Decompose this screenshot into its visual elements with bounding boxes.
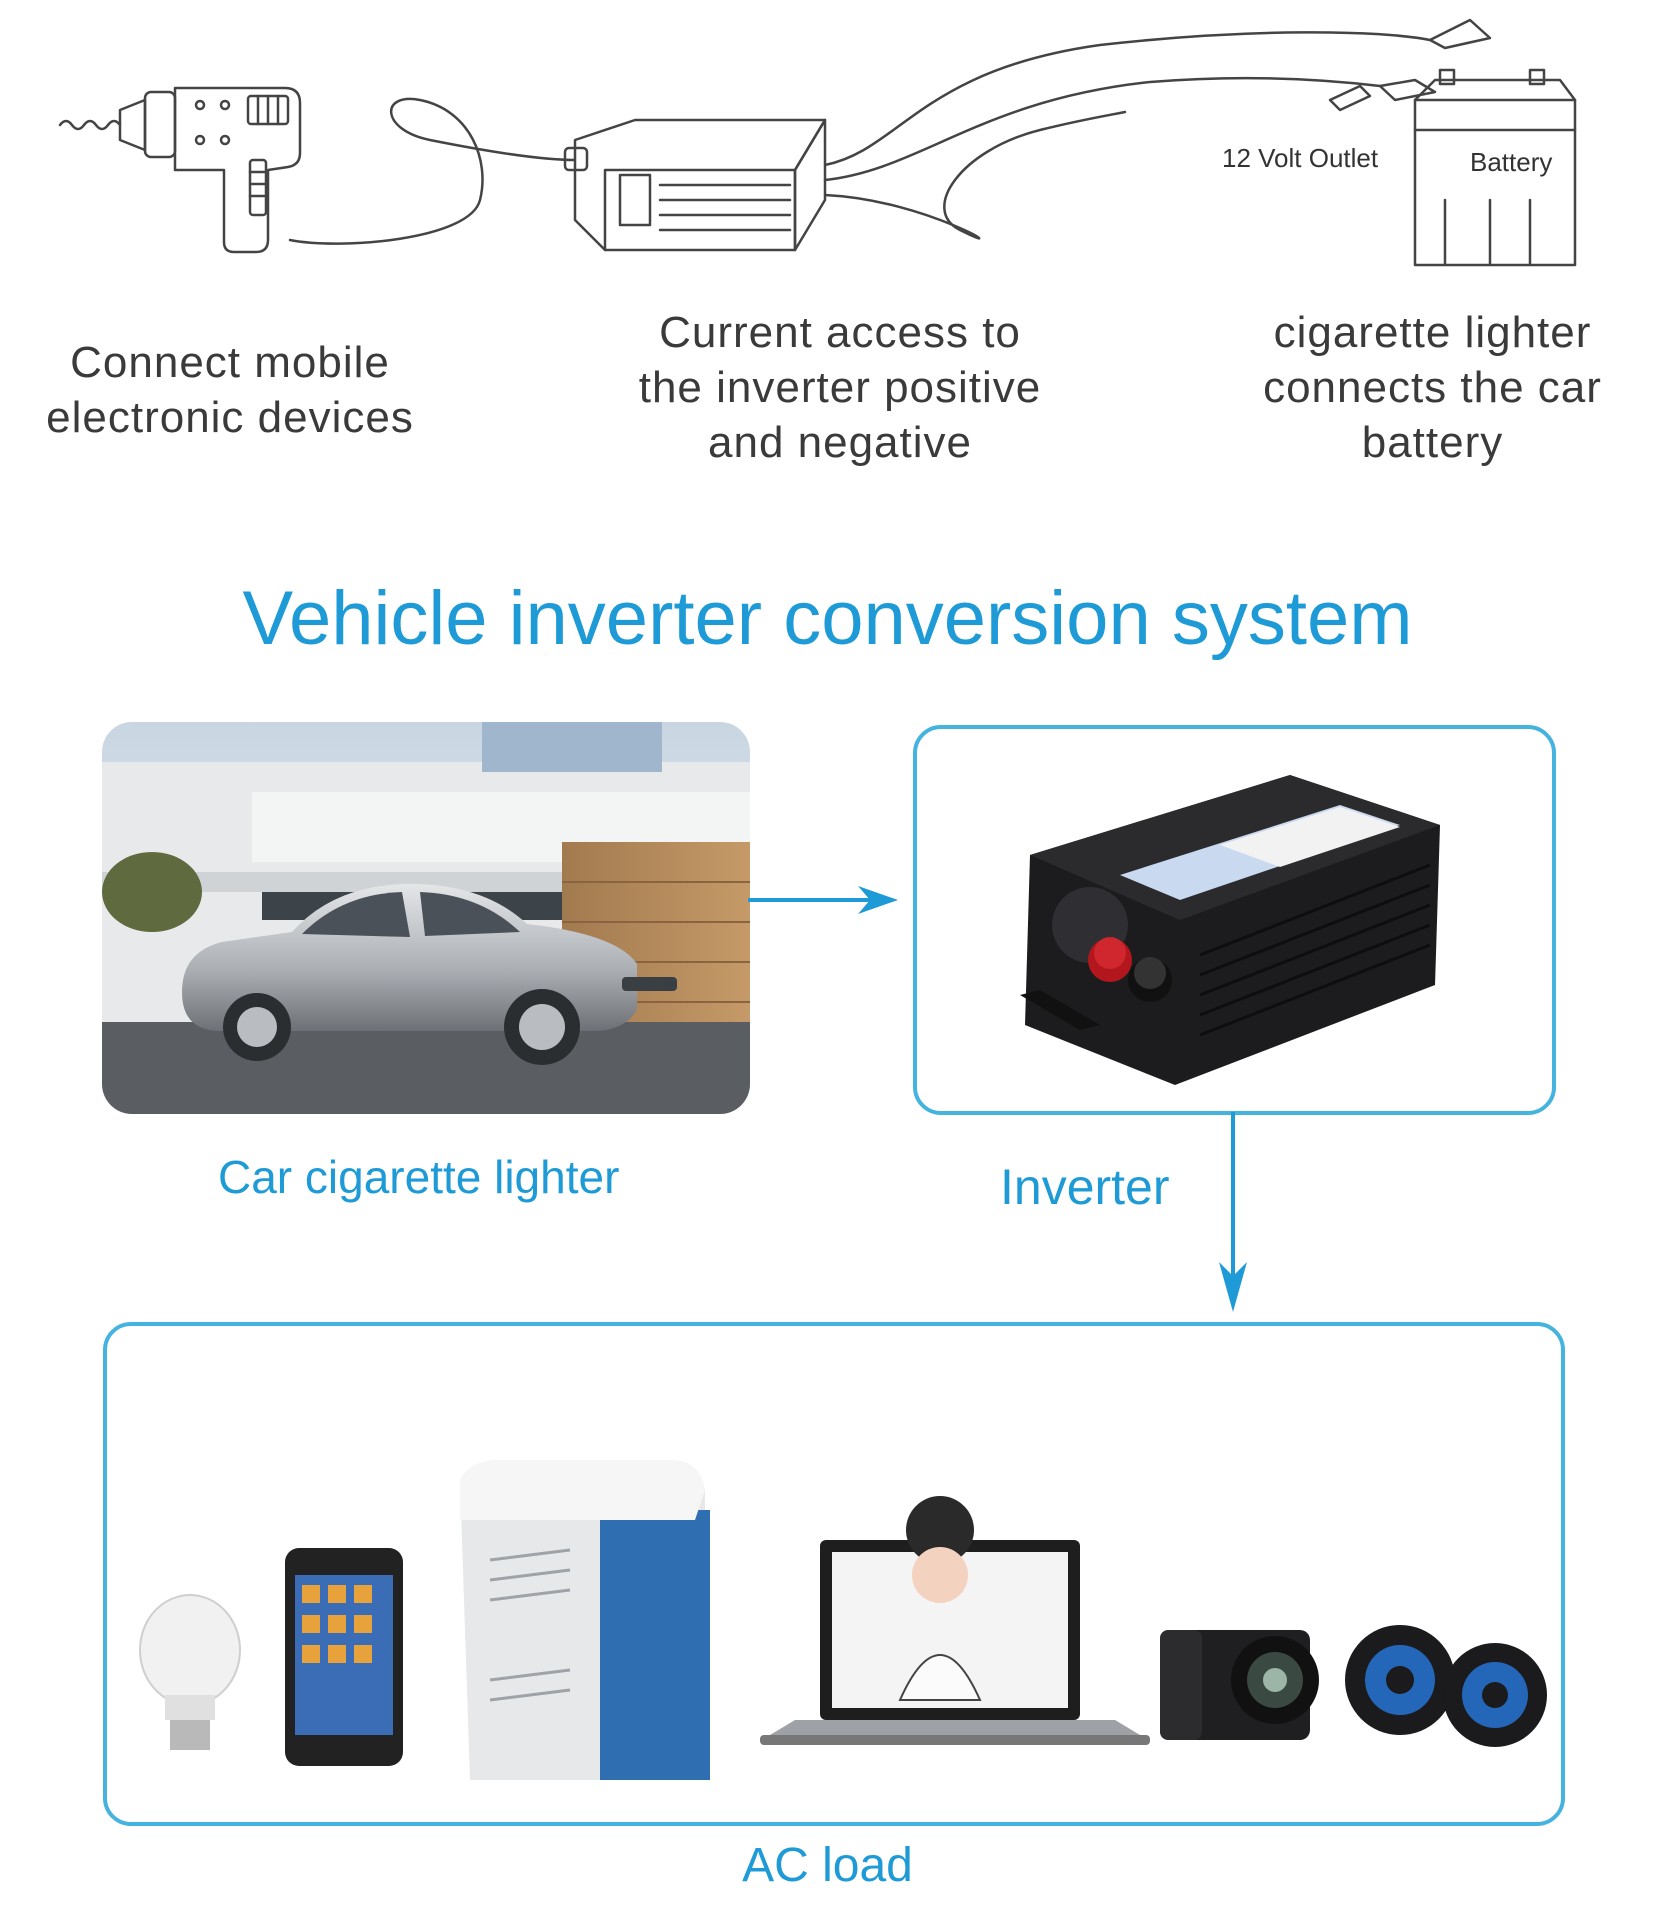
page-title: Vehicle inverter conversion system xyxy=(242,576,1413,661)
phone-icon xyxy=(285,1548,403,1766)
ac-load-label: AC load xyxy=(742,1839,913,1892)
car-photo xyxy=(102,722,750,1114)
ac-load-devices xyxy=(139,1460,1547,1780)
camera-icon xyxy=(1160,1630,1319,1740)
inverter-label: Inverter xyxy=(1000,1159,1170,1215)
wiring-sketch xyxy=(58,18,1577,267)
arrow-to-inverter xyxy=(748,886,898,914)
speaker-icon xyxy=(1345,1625,1547,1747)
laptop-icon xyxy=(760,1496,1150,1745)
battery-label: Battery xyxy=(1470,147,1553,177)
outlet-label: 12 Volt Outlet xyxy=(1222,143,1379,173)
caption-cigarette-lighter: cigarette lighter connects the car batte… xyxy=(1263,308,1602,467)
car-lighter-label: Car cigarette lighter xyxy=(218,1151,620,1203)
car-fridge-icon xyxy=(460,1460,710,1780)
inverter-sketch-icon xyxy=(563,118,827,252)
ac-load-box xyxy=(103,1322,1565,1826)
caption-current-access: Current access to the inverter positive … xyxy=(638,308,1042,467)
battery-sketch-icon xyxy=(1413,68,1577,267)
bulb-icon xyxy=(139,1594,241,1750)
arrow-to-ac-load xyxy=(1219,1112,1247,1312)
drill-icon xyxy=(58,86,302,254)
inverter-photo xyxy=(1020,775,1440,1085)
caption-connect-devices: Connect mobile electronic devices xyxy=(46,338,414,442)
